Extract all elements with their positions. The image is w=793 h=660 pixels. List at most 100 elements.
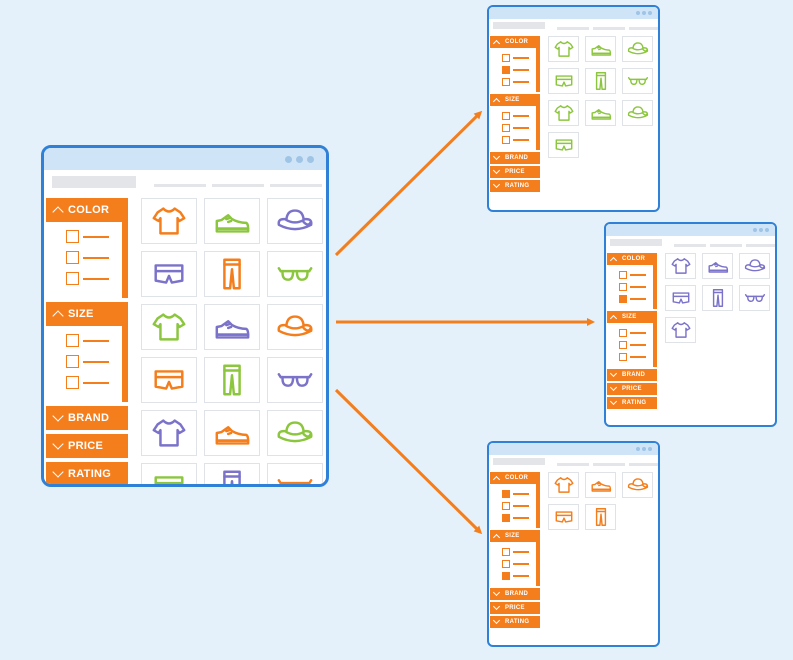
window-control-dot[interactable] [648, 11, 652, 15]
nav-tab-line[interactable] [629, 463, 658, 466]
filter-color-header[interactable]: COLOR [490, 472, 540, 484]
product-tile[interactable] [585, 472, 616, 498]
filter-size-checkbox[interactable] [502, 572, 510, 580]
product-tile[interactable] [739, 253, 770, 279]
filter-size-checkbox[interactable] [502, 136, 510, 144]
filter-size-header[interactable]: SIZE [490, 530, 540, 542]
filter-color-checkbox[interactable] [66, 251, 79, 264]
product-tile[interactable] [267, 304, 323, 350]
search-bar[interactable] [493, 458, 545, 465]
filter-color-checkbox[interactable] [502, 66, 510, 74]
filter-color-checkbox[interactable] [619, 295, 627, 303]
product-tile[interactable] [141, 304, 197, 350]
filter-color-header[interactable]: COLOR [490, 36, 540, 48]
product-tile[interactable] [141, 251, 197, 297]
nav-tab-line[interactable] [593, 463, 625, 466]
filter-color-checkbox[interactable] [502, 78, 510, 86]
window-control-dot[interactable] [636, 11, 640, 15]
product-tile[interactable] [141, 198, 197, 244]
product-tile[interactable] [585, 36, 616, 62]
product-tile[interactable] [267, 463, 323, 484]
product-tile[interactable] [267, 410, 323, 456]
product-tile[interactable] [267, 251, 323, 297]
filter-color-header[interactable]: COLOR [607, 253, 657, 265]
product-tile[interactable] [548, 132, 579, 158]
product-tile[interactable] [141, 463, 197, 484]
filter-brand-header[interactable]: BRAND [46, 406, 128, 430]
nav-tab-line[interactable] [154, 184, 206, 187]
product-tile[interactable] [702, 253, 733, 279]
filter-size-checkbox[interactable] [66, 334, 79, 347]
product-tile[interactable] [204, 304, 260, 350]
filter-size-header[interactable]: SIZE [607, 311, 657, 323]
filter-size-checkbox[interactable] [502, 112, 510, 120]
filter-color-checkbox[interactable] [502, 502, 510, 510]
product-tile[interactable] [622, 472, 653, 498]
search-bar[interactable] [52, 176, 136, 188]
filter-size-checkbox[interactable] [502, 548, 510, 556]
search-bar[interactable] [610, 239, 662, 246]
nav-tab-line[interactable] [746, 244, 775, 247]
product-tile[interactable] [585, 504, 616, 530]
filter-price-header[interactable]: PRICE [607, 383, 657, 395]
nav-tab-line[interactable] [710, 244, 742, 247]
product-tile[interactable] [548, 504, 579, 530]
product-tile[interactable] [585, 68, 616, 94]
nav-tab-line[interactable] [674, 244, 706, 247]
filter-rating-header[interactable]: RATING [490, 180, 540, 192]
window-control-dot[interactable] [759, 228, 763, 232]
filter-size-header[interactable]: SIZE [46, 302, 128, 326]
filter-color-checkbox[interactable] [502, 514, 510, 522]
product-tile[interactable] [622, 100, 653, 126]
filter-color-checkbox[interactable] [619, 271, 627, 279]
filter-brand-header[interactable]: BRAND [490, 152, 540, 164]
filter-color-checkbox[interactable] [66, 230, 79, 243]
filter-color-checkbox[interactable] [502, 54, 510, 62]
window-control-dot[interactable] [753, 228, 757, 232]
product-tile[interactable] [622, 36, 653, 62]
product-tile[interactable] [267, 357, 323, 403]
product-tile[interactable] [141, 410, 197, 456]
product-tile[interactable] [585, 100, 616, 126]
filter-rating-header[interactable]: RATING [607, 397, 657, 409]
filter-color-checkbox[interactable] [502, 490, 510, 498]
filter-price-header[interactable]: PRICE [490, 166, 540, 178]
filter-color-header[interactable]: COLOR [46, 198, 128, 222]
nav-tab-line[interactable] [270, 184, 322, 187]
search-bar[interactable] [493, 22, 545, 29]
product-tile[interactable] [702, 285, 733, 311]
product-tile[interactable] [665, 253, 696, 279]
filter-brand-header[interactable]: BRAND [607, 369, 657, 381]
filter-brand-header[interactable]: BRAND [490, 588, 540, 600]
product-tile[interactable] [204, 357, 260, 403]
filter-size-checkbox[interactable] [619, 329, 627, 337]
window-control-dot[interactable] [296, 155, 303, 163]
nav-tab-line[interactable] [629, 27, 658, 30]
filter-price-header[interactable]: PRICE [490, 602, 540, 614]
product-tile[interactable] [548, 100, 579, 126]
filter-color-checkbox[interactable] [619, 283, 627, 291]
product-tile[interactable] [548, 36, 579, 62]
window-control-dot[interactable] [636, 447, 640, 451]
window-control-dot[interactable] [648, 447, 652, 451]
filter-size-checkbox[interactable] [619, 341, 627, 349]
filter-size-checkbox[interactable] [66, 355, 79, 368]
filter-price-header[interactable]: PRICE [46, 434, 128, 458]
filter-size-checkbox[interactable] [619, 353, 627, 361]
product-tile[interactable] [267, 198, 323, 244]
product-tile[interactable] [665, 317, 696, 343]
product-tile[interactable] [204, 251, 260, 297]
filter-size-checkbox[interactable] [502, 560, 510, 568]
nav-tab-line[interactable] [593, 27, 625, 30]
product-tile[interactable] [665, 285, 696, 311]
window-control-dot[interactable] [642, 11, 646, 15]
product-tile[interactable] [739, 285, 770, 311]
window-control-dot[interactable] [642, 447, 646, 451]
filter-size-header[interactable]: SIZE [490, 94, 540, 106]
nav-tab-line[interactable] [557, 27, 589, 30]
product-tile[interactable] [204, 198, 260, 244]
filter-size-checkbox[interactable] [66, 376, 79, 389]
product-tile[interactable] [141, 357, 197, 403]
window-control-dot[interactable] [765, 228, 769, 232]
filter-size-checkbox[interactable] [502, 124, 510, 132]
